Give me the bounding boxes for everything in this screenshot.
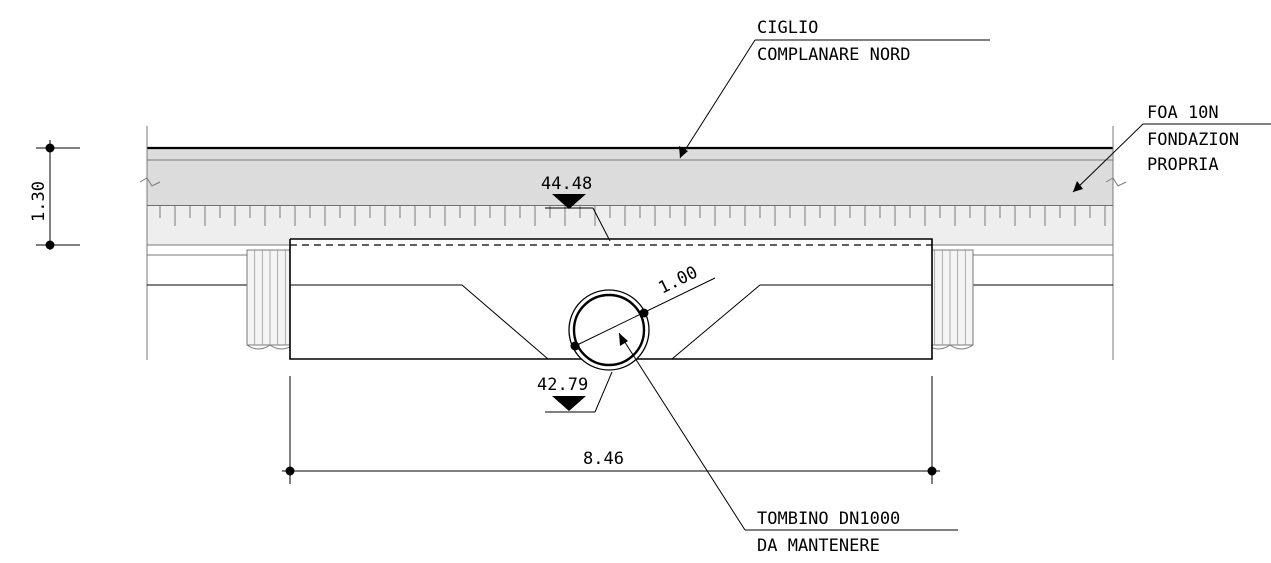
bottom-level-marker: [545, 371, 613, 413]
pipe-dn1000: [568, 277, 716, 371]
height-dimension: [36, 140, 80, 250]
foa-label-line3: PROPRIA: [1147, 155, 1219, 175]
width-dimension: [282, 376, 940, 484]
foa-leader: [1072, 123, 1271, 193]
ciglio-leader: [679, 39, 990, 159]
tombino-leader: [618, 332, 958, 531]
height-dimension-label: 1.30: [29, 181, 49, 222]
tombino-label-line2: DA MANTENERE: [757, 536, 880, 556]
foa-label-line1: FOA 10N: [1147, 103, 1219, 123]
foa-label-line2: FONDAZION: [1147, 130, 1239, 150]
tombino-label-line1: TOMBINO DN1000: [757, 509, 900, 529]
break-lines: [139, 126, 1127, 360]
ciglio-label-line1: CIGLIO: [757, 18, 818, 38]
pavement-layer: [147, 146, 1113, 207]
bottom-level-label: 42.79: [537, 375, 588, 395]
ciglio-label-line2: COMPLANARE NORD: [757, 45, 911, 65]
top-level-marker: [545, 194, 611, 242]
top-level-label: 44.48: [541, 174, 592, 194]
width-dimension-label: 8.46: [583, 449, 624, 469]
